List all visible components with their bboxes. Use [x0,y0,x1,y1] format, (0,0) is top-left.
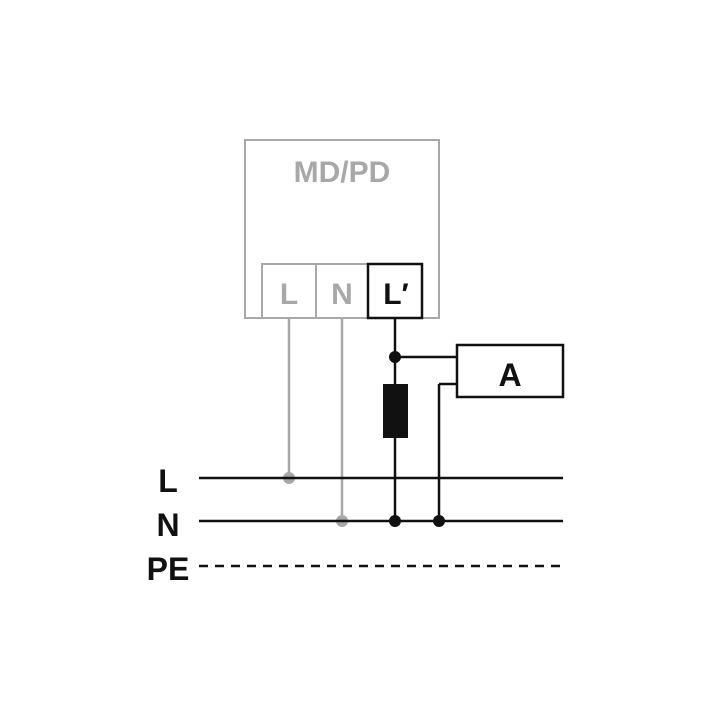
lprime-wiring [383,318,457,527]
device-title: MD/PD [294,156,391,189]
load-label: A [498,357,521,393]
bus-label-pe: PE [147,551,190,587]
gray-wires [283,318,348,527]
load-box [455,343,565,399]
bus-lines: L N PE [147,463,563,587]
terminal-lprime-label: L′ [383,278,409,311]
resistor-element [383,384,408,438]
device-module: MD/PD L N L′ [244,139,440,320]
terminal-l-label: L [280,278,298,311]
terminal-n-label: N [331,278,353,311]
bus-label-n: N [156,507,179,543]
bus-label-l: L [158,463,178,499]
load-device: A [433,343,565,527]
